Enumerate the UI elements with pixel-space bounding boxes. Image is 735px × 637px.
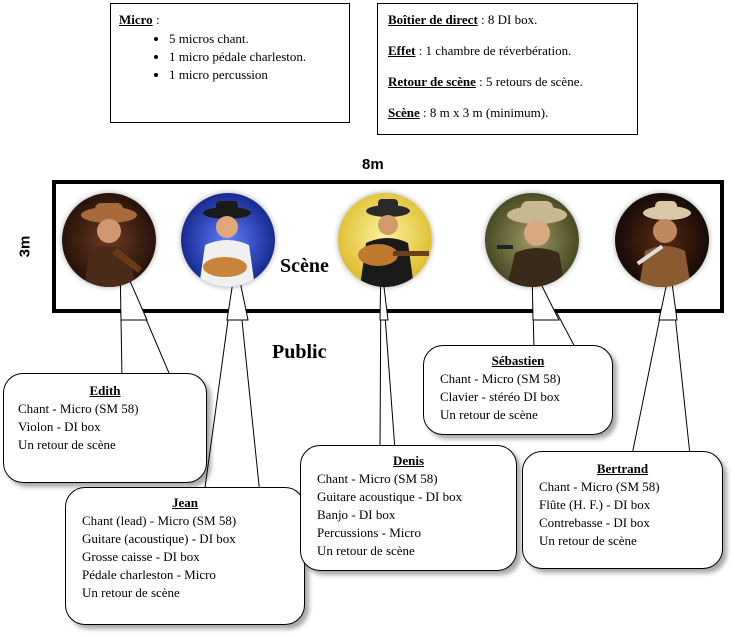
denis-photo	[338, 193, 432, 287]
sebastien-photo	[485, 193, 579, 287]
equipment-line: Un retour de scène	[539, 533, 637, 548]
equipment-line: Un retour de scène	[18, 437, 116, 452]
equipment-line: Pédale charleston - Micro	[82, 567, 216, 582]
bertrand-photo	[615, 193, 709, 287]
list-item: 1 micro pédale charleston.	[169, 48, 341, 65]
equipment-line: Banjo - DI box	[317, 507, 396, 522]
equipment-line: Contrebasse - DI box	[539, 515, 650, 530]
spec-effect: Effet : 1 chambre de réverbération.	[388, 43, 572, 58]
edith-bubble: Edith Chant - Micro (SM 58) Violon - DI …	[3, 373, 207, 483]
spec-monitors: Retour de scène : 5 retours de scène.	[388, 74, 583, 89]
equipment-line: Chant - Micro (SM 58)	[317, 471, 438, 486]
audience-label: Public	[272, 341, 327, 363]
equipment-line: Clavier - stéréo DI box	[440, 389, 560, 404]
equipment-line: Grosse caisse - DI box	[82, 549, 200, 564]
list-item: 1 micro percussion	[169, 66, 341, 83]
equipment-line: Un retour de scène	[82, 585, 180, 600]
musician-name: Edith	[89, 383, 121, 398]
equipment-line: Percussions - Micro	[317, 525, 421, 540]
musician-name: Jean	[172, 495, 198, 510]
equipment-line: Guitare acoustique - DI box	[317, 489, 463, 504]
tech-specs-box: Boîtier de direct : 8 DI box. Effet : 1 …	[377, 3, 638, 135]
equipment-line: Un retour de scène	[317, 543, 415, 558]
micro-label: Micro	[119, 12, 153, 27]
equipment-line: Un retour de scène	[440, 407, 538, 422]
equipment-line: Chant - Micro (SM 58)	[539, 479, 660, 494]
micro-list: 5 micros chant. 1 micro pédale charlesto…	[119, 30, 341, 83]
stage-width-label: 8m	[362, 156, 384, 173]
equipment-line: Guitare (acoustique) - DI box	[82, 531, 236, 546]
equipment-line: Flûte (H. F.) - DI box	[539, 497, 651, 512]
list-item: 5 micros chant.	[169, 30, 341, 47]
denis-bubble: Denis Chant - Micro (SM 58) Guitare acou…	[300, 445, 517, 571]
jean-photo	[181, 193, 275, 287]
musician-name: Bertrand	[596, 461, 649, 476]
micro-heading: Micro :	[119, 12, 160, 27]
equipment-line: Chant - Micro (SM 58)	[18, 401, 139, 416]
spec-di-box: Boîtier de direct : 8 DI box.	[388, 12, 538, 27]
jean-bubble: Jean Chant (lead) - Micro (SM 58) Guitar…	[65, 487, 305, 625]
equipment-line: Chant (lead) - Micro (SM 58)	[82, 513, 237, 528]
stage-word: Scène	[280, 255, 329, 277]
micro-info-box: Micro : 5 micros chant. 1 micro pédale c…	[110, 3, 350, 123]
musician-name: Sébastien	[491, 353, 545, 368]
equipment-line: Chant - Micro (SM 58)	[440, 371, 561, 386]
spec-stage: Scène : 8 m x 3 m (minimum).	[388, 105, 549, 120]
sebastien-bubble: Sébastien Chant - Micro (SM 58) Clavier …	[423, 345, 613, 435]
edith-photo	[62, 193, 156, 287]
equipment-line: Violon - DI box	[18, 419, 101, 434]
musician-name: Denis	[392, 453, 425, 468]
bertrand-bubble: Bertrand Chant - Micro (SM 58) Flûte (H.…	[522, 451, 723, 569]
